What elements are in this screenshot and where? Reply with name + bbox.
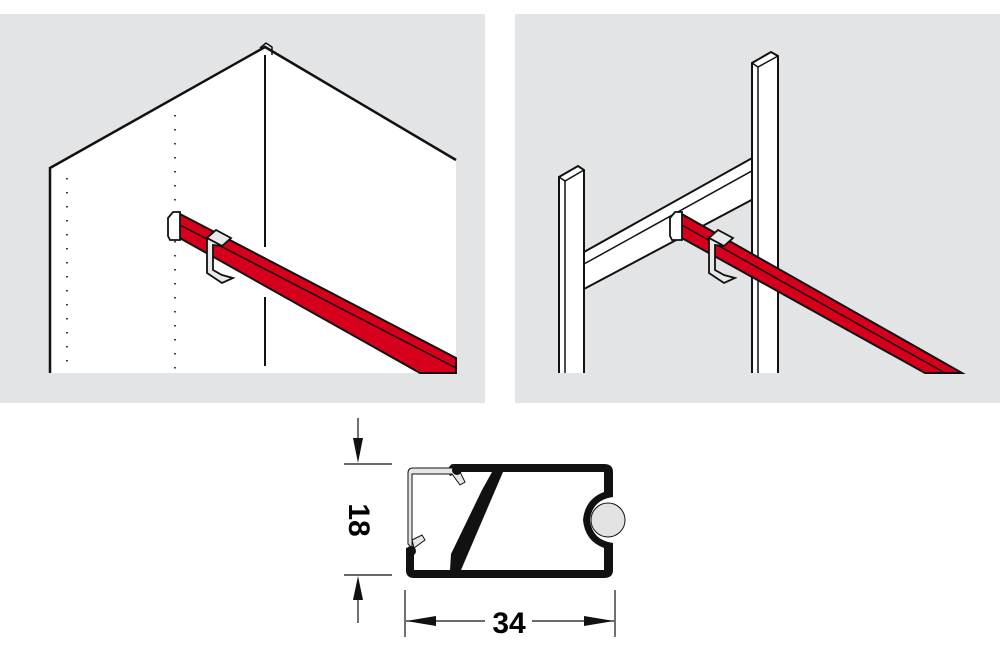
frame-mount-illustration bbox=[515, 14, 1000, 403]
cabinet-drawing bbox=[0, 14, 485, 403]
frame-drawing bbox=[515, 14, 1000, 403]
width-dimension bbox=[404, 590, 616, 637]
rail-red bbox=[167, 211, 457, 374]
clip bbox=[205, 228, 236, 285]
rail-profile bbox=[406, 464, 626, 578]
height-dimension bbox=[344, 418, 392, 623]
height-label: 18 bbox=[342, 503, 375, 536]
profile-cross-section: 18 34 bbox=[330, 410, 650, 660]
cabinet-mount-illustration bbox=[0, 14, 485, 403]
clip bbox=[707, 228, 738, 285]
width-label: 34 bbox=[492, 607, 526, 640]
profile-drawing: 18 34 bbox=[342, 418, 626, 640]
rail-red bbox=[669, 211, 966, 374]
